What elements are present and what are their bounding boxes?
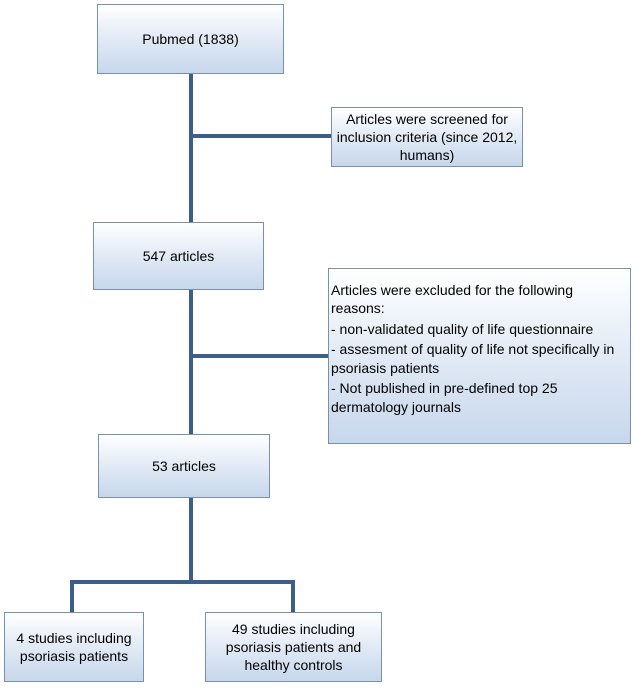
outcome-label: 49 studies including psoriasis patients …	[225, 620, 362, 674]
after-screening-box: 547 articles	[93, 222, 264, 290]
after-screening-label: 547 articles	[142, 247, 215, 264]
exclusion-box: Articles were excluded for the following…	[328, 268, 631, 444]
after-exclusion-box: 53 articles	[98, 434, 270, 498]
exclusion-reason: - non-validated quality of life question…	[331, 320, 594, 337]
exclusion-reason: - Not published in pre-defined top 25 de…	[331, 380, 558, 415]
outcome-box-with-controls: 49 studies including psoriasis patients …	[205, 612, 382, 682]
pubmed-label: Pubmed (1838)	[142, 30, 239, 47]
outcome-label: 4 studies including psoriasis patients	[16, 629, 132, 664]
exclusion-heading: Articles were excluded for the following…	[331, 282, 574, 317]
screening-box: Articles were screened for inclusion cri…	[331, 107, 523, 167]
after-exclusion-label: 53 articles	[152, 457, 216, 474]
exclusion-reason: - assesment of quality of life not speci…	[331, 341, 615, 376]
pubmed-box: Pubmed (1838)	[97, 4, 284, 74]
screening-label: Articles were screened for inclusion cri…	[336, 110, 518, 164]
outcome-box-psoriasis-only: 4 studies including psoriasis patients	[4, 612, 144, 682]
